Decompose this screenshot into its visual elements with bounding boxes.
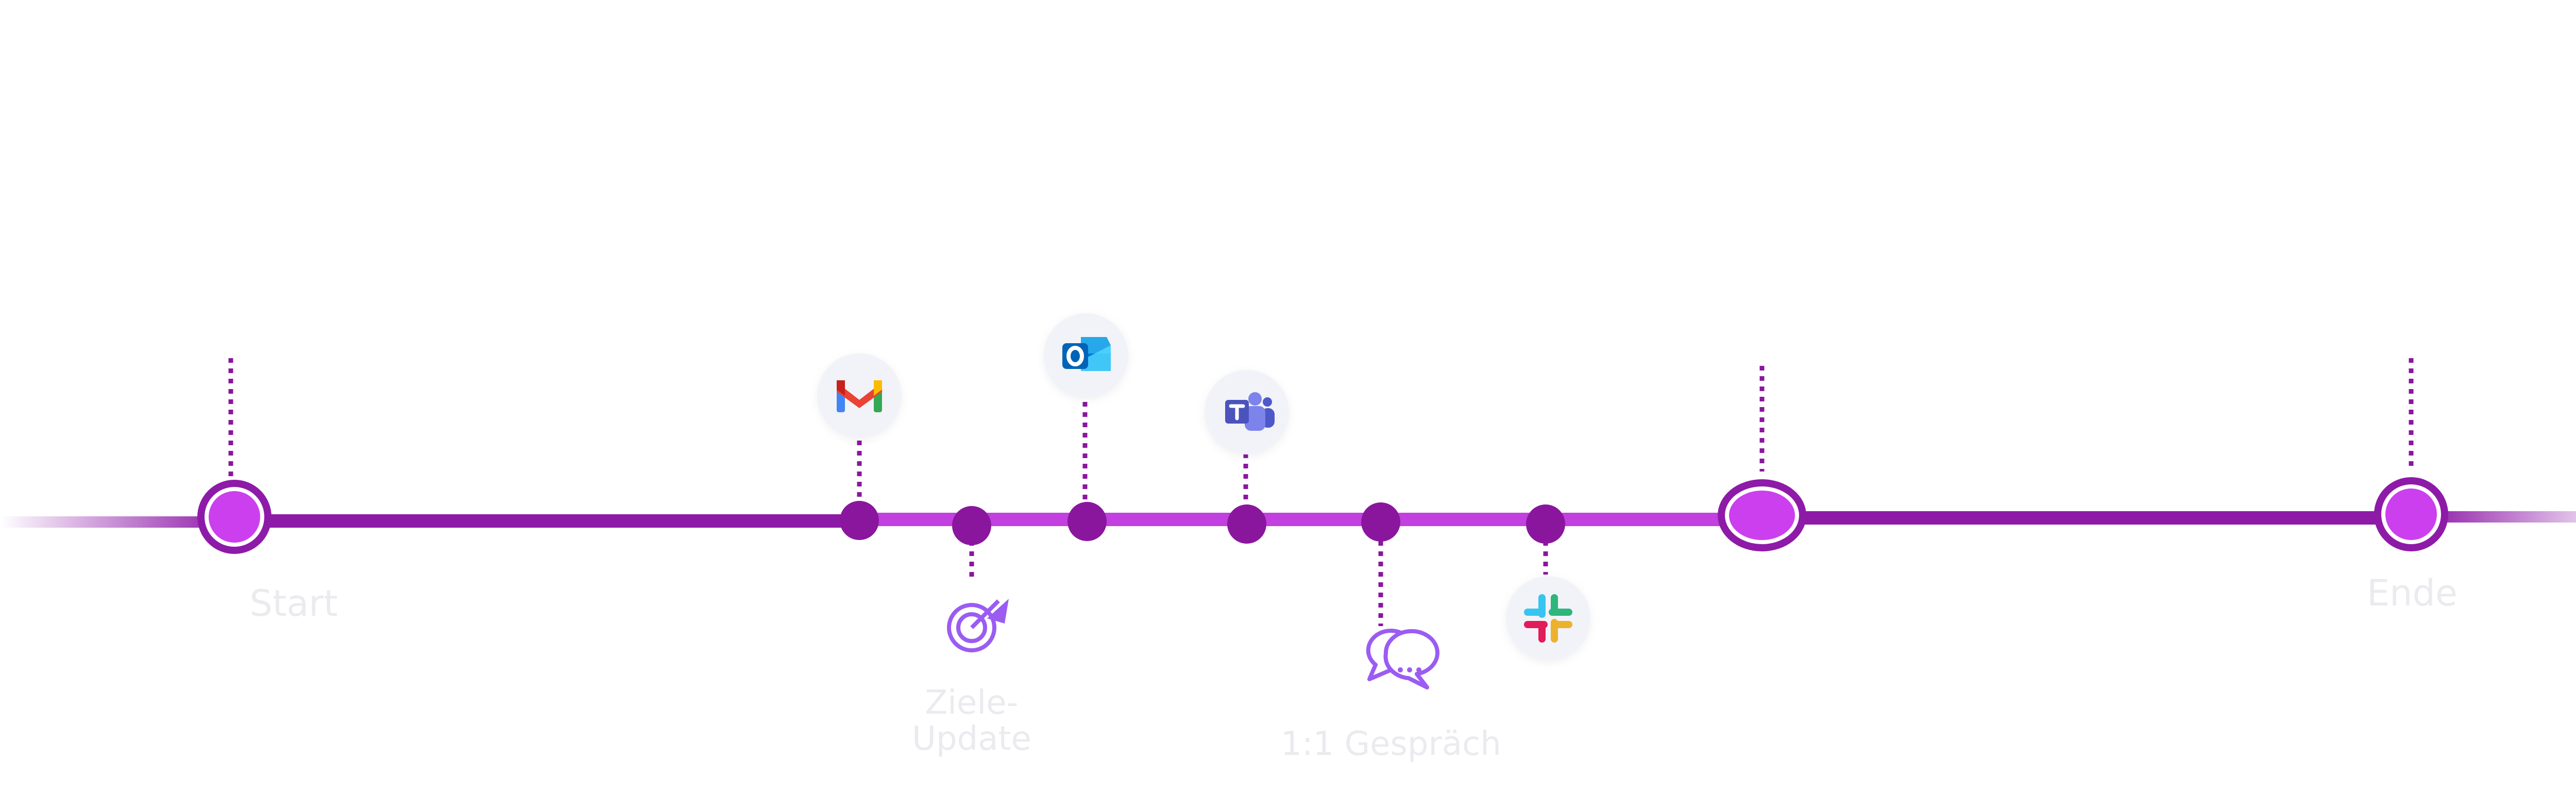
chat-bubbles-icon (1366, 629, 1439, 689)
timeline-line (0, 511, 2576, 528)
teams-icon (1205, 370, 1289, 454)
milestone-start (197, 480, 272, 554)
node-one-on-one (1361, 502, 1400, 542)
outlook-icon (1044, 313, 1128, 398)
node-teams (1227, 504, 1266, 544)
gmail-icon (817, 354, 902, 438)
label-goals-line2: Update (912, 720, 1031, 758)
label-goals-line1: Ziele- (925, 684, 1018, 722)
target-icon (947, 599, 1009, 652)
milestones (197, 477, 2448, 554)
node-outlook (1067, 502, 1107, 541)
milestone-end (2374, 477, 2448, 551)
label-one-on-one: 1:1 Gespräch (1281, 725, 1501, 763)
event-nodes (840, 501, 1565, 545)
line-segment-start (232, 514, 858, 528)
line-segment-end (1759, 511, 2427, 525)
slack-icon (1506, 576, 1590, 661)
label-end: Ende (2367, 572, 2458, 614)
connectors (228, 358, 2414, 626)
node-gmail (840, 501, 879, 540)
line-fade-left (0, 516, 234, 528)
node-slack (1526, 504, 1565, 544)
line-fade-right (2421, 511, 2576, 523)
label-start: Start (249, 582, 337, 625)
line-segment-middle (855, 513, 1762, 526)
milestone-middle (1718, 479, 1806, 551)
node-goals (952, 506, 991, 545)
